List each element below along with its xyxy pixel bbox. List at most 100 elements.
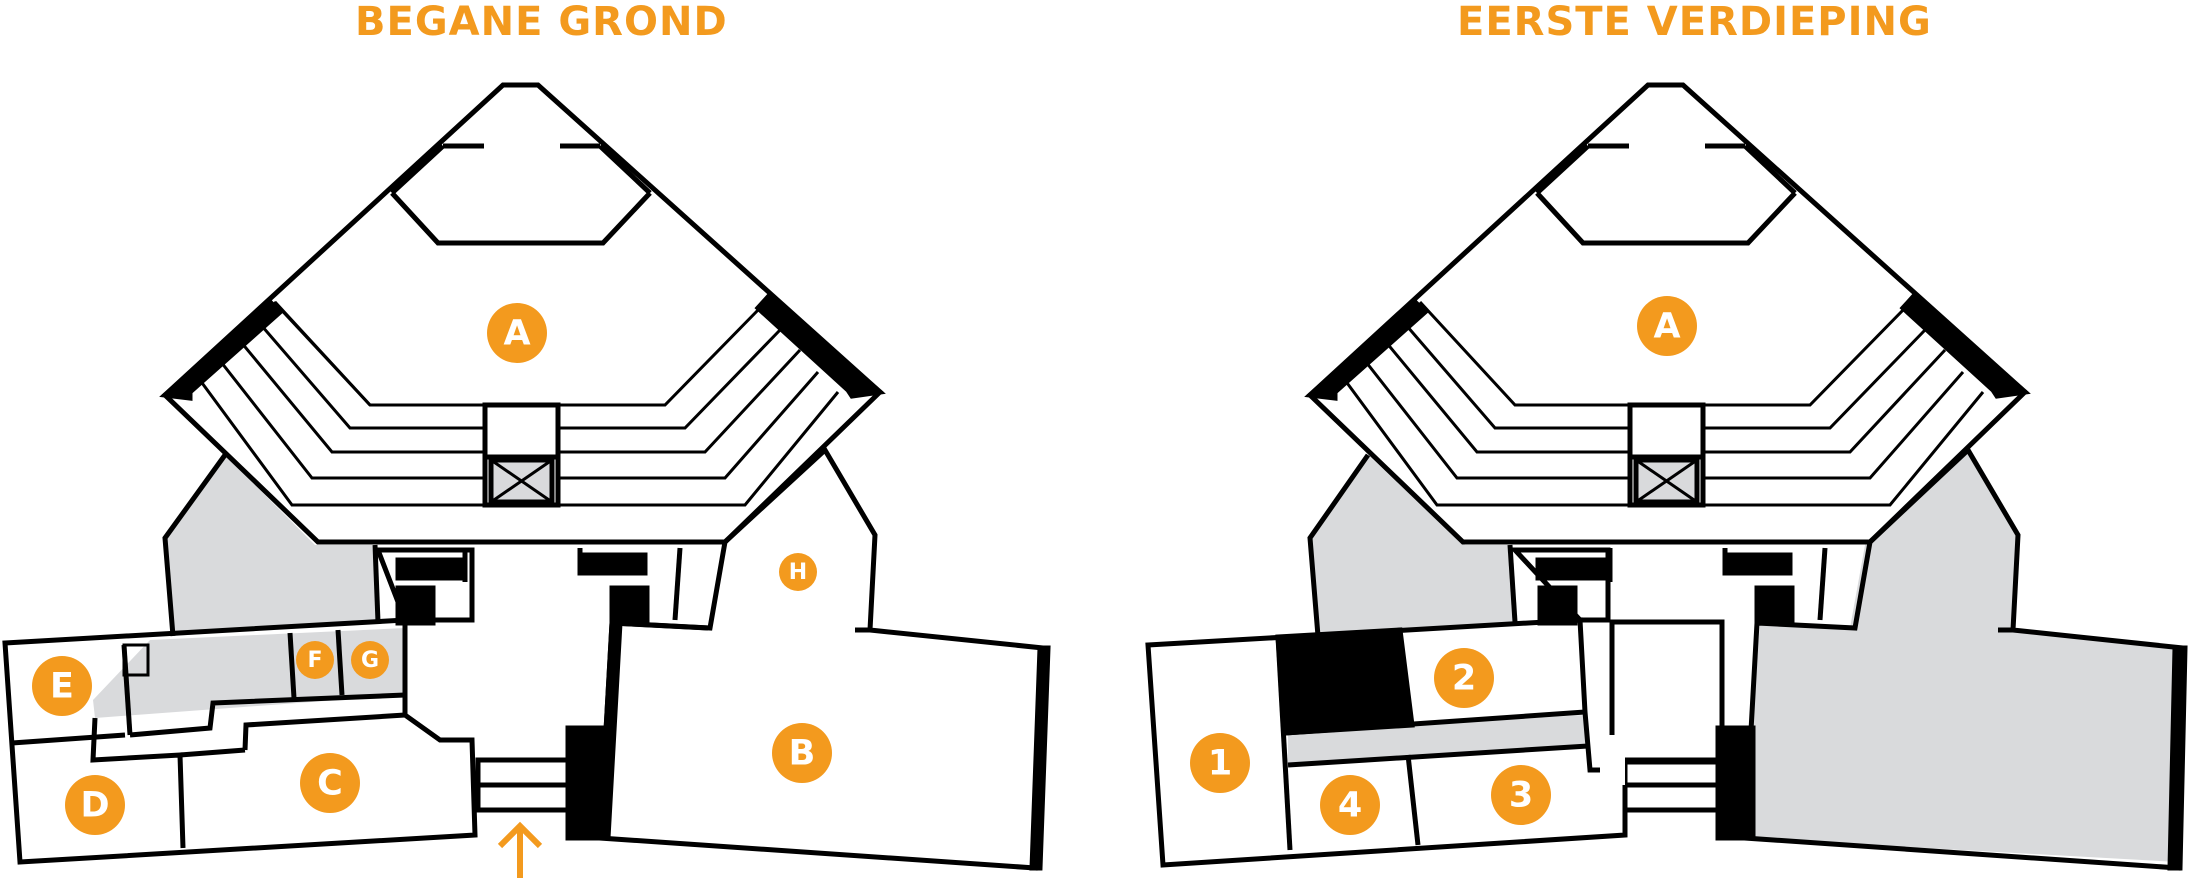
- wall-segment: [1405, 754, 1421, 846]
- wall-segment: [287, 632, 297, 699]
- seating-row: [273, 300, 485, 407]
- marker-label: E: [50, 666, 74, 706]
- left-wing-inner: [372, 544, 381, 623]
- wall-corner: [159, 298, 284, 401]
- marker-label: 2: [1452, 658, 1476, 698]
- marker-label: A: [503, 313, 530, 353]
- wall-segment: [179, 747, 246, 758]
- wall-block: [577, 552, 648, 576]
- marker-circle: [779, 553, 817, 591]
- seating-rows: [192, 300, 840, 507]
- seating-row: [1703, 391, 1985, 507]
- marker-label: B: [789, 733, 816, 773]
- marker-circle: [487, 303, 547, 363]
- marker-circle: [1434, 648, 1494, 708]
- cross-line: [1635, 458, 1698, 504]
- wall-block: [1537, 585, 1578, 626]
- left-rooms-outline: [2, 617, 478, 865]
- marker-circle: [1491, 765, 1551, 825]
- wall-segment: [672, 547, 683, 621]
- ground-floor-plan: [2, 82, 1051, 878]
- marker-label: 4: [1338, 785, 1362, 825]
- seating-row: [1703, 371, 1965, 480]
- room-marker-first-a: A: [1637, 296, 1697, 356]
- marker-circle: [1320, 775, 1380, 835]
- wall-block: [395, 557, 466, 581]
- seating-row: [253, 317, 485, 430]
- wall-segment: [1507, 544, 1518, 623]
- marker-label: F: [307, 648, 322, 673]
- wall-segment: [1275, 636, 1293, 851]
- wall-corner: [1304, 298, 1429, 401]
- seating-row: [1418, 300, 1630, 407]
- wall-segment: [1817, 547, 1828, 621]
- seating-rows: [1337, 300, 1985, 507]
- auditorium-upper-wall: [390, 191, 652, 246]
- room-marker-ground-a: A: [487, 303, 547, 363]
- center-block-top: [482, 402, 561, 460]
- marker-circle: [296, 641, 334, 679]
- auditorium-upper-wall: [1535, 191, 1797, 246]
- marker-label: G: [361, 648, 379, 673]
- marker-label: H: [789, 560, 807, 585]
- gray-area-left-wing: [165, 455, 378, 636]
- wall-segment: [272, 300, 372, 407]
- marker-circle: [65, 775, 125, 835]
- wall-segment: [1535, 144, 1590, 195]
- ground-floor-title: BEGANE GROND: [355, 0, 728, 45]
- room-marker-first-1: 1: [1190, 733, 1250, 793]
- marker-circle: [1637, 296, 1697, 356]
- wall-block: [1600, 735, 1625, 785]
- wall-segment: [1743, 144, 1797, 195]
- room-marker-ground-h: H: [779, 553, 817, 591]
- marker-circle: [1190, 733, 1250, 793]
- wall-segment: [1287, 743, 1589, 768]
- seating-row: [234, 335, 485, 454]
- wall-block: [1029, 645, 1051, 871]
- wall-block: [565, 725, 606, 841]
- wall-block: [1722, 552, 1793, 576]
- cross-line: [490, 458, 553, 504]
- right-room-outline: [597, 446, 1046, 871]
- wall-block: [395, 585, 436, 626]
- wall-block: [1754, 585, 1795, 626]
- seating-row: [212, 352, 485, 480]
- room-marker-ground-f: F: [296, 641, 334, 679]
- seating-row: [558, 348, 802, 454]
- wall-block: [609, 585, 650, 626]
- seating-row: [1357, 352, 1630, 480]
- seating-row: [1337, 371, 1630, 507]
- room-marker-first-2: 2: [1434, 648, 1494, 708]
- seating-row: [192, 371, 485, 507]
- wall-segment: [129, 692, 406, 738]
- marker-circle: [32, 656, 92, 716]
- wall-corner: [754, 293, 886, 399]
- gray-area-left-wing: [1310, 455, 1515, 636]
- room-marker-ground-e: E: [32, 656, 92, 716]
- wall-segment: [1284, 709, 1586, 736]
- room-marker-ground-g: G: [351, 641, 389, 679]
- seating-row: [558, 306, 762, 407]
- wall-segment: [390, 144, 445, 195]
- room-marker-ground-c: C: [300, 753, 360, 813]
- wall-block: [1535, 557, 1606, 581]
- room-marker-first-4: 4: [1320, 775, 1380, 835]
- gray-area-corridor: [1288, 715, 1585, 765]
- marker-circle: [351, 641, 389, 679]
- marker-label: 1: [1208, 743, 1232, 783]
- seating-row: [1703, 348, 1947, 454]
- wall-block: [1275, 627, 1415, 736]
- seating-row: [558, 328, 782, 430]
- room-marker-ground-b: B: [772, 723, 832, 783]
- entrance-arrow-icon: [497, 821, 543, 878]
- left-wing-outline: [162, 453, 228, 637]
- wall-corner: [1899, 293, 2031, 399]
- first-floor-title: EERSTE VERDIEPING: [1457, 0, 1932, 45]
- small-room: [122, 643, 150, 677]
- left-wing-outline: [1307, 453, 1371, 637]
- gray-area-right: [1745, 450, 2183, 862]
- seating-row: [1398, 317, 1630, 430]
- seating-row: [1703, 328, 1927, 430]
